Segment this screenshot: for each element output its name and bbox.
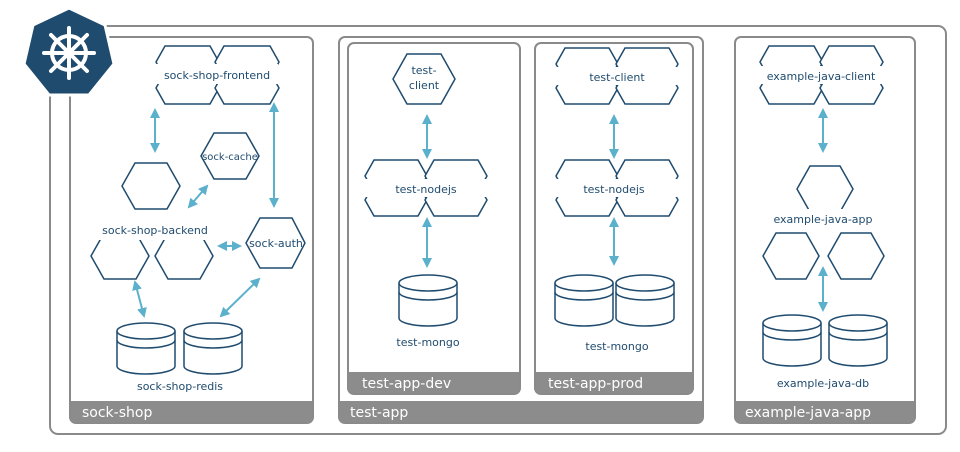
- namespace-test-app: test-app test-app-dev test- client test-…: [338, 36, 704, 424]
- backend-pod-hex: [121, 162, 181, 210]
- connection-arrow: [187, 184, 209, 209]
- service-label-nodejs: test-nodejs: [395, 183, 457, 196]
- namespace-band: [340, 401, 702, 422]
- connection-arrow: [132, 280, 147, 318]
- kubernetes-logo: [22, 6, 116, 97]
- service-label-db: example-java-db: [777, 377, 869, 390]
- sub-namespace-band: [536, 372, 692, 393]
- namespace-band: [736, 401, 914, 422]
- service-label-client: example-java-client: [767, 70, 876, 83]
- cache-pod-hex: [200, 132, 260, 180]
- service-label-nodejs: test-nodejs: [583, 183, 645, 196]
- mongo-database-icon: [398, 274, 458, 327]
- label-mask: [556, 67, 677, 85]
- sub-namespace-test-app-prod: test-app-prod test-client test-nodejs te…: [534, 42, 694, 395]
- namespace-label: sock-shop: [82, 405, 152, 421]
- service-label-cache: sock-cache: [202, 152, 258, 163]
- label-mask: [764, 209, 882, 227]
- connection-arrow: [219, 277, 261, 318]
- service-label-client: client: [409, 79, 440, 92]
- namespace-example-java-app: example-java-app example-java-client exa…: [734, 36, 916, 424]
- sub-namespace-frame: [347, 42, 521, 395]
- label-mask: [556, 179, 677, 197]
- service-label-client: test-: [411, 64, 436, 77]
- service-label-mongo: test-mongo: [585, 340, 648, 353]
- service-label-client: test-client: [589, 71, 645, 84]
- service-label-backend: sock-shop-backend: [102, 224, 208, 237]
- label-mask: [95, 220, 215, 240]
- mongo-database-icon: [554, 274, 675, 327]
- sub-namespace-test-app-dev: test-app-dev test- client test-nodejs te…: [347, 42, 521, 395]
- kubernetes-helm-icon: [42, 26, 96, 80]
- service-label-mongo: test-mongo: [396, 336, 459, 349]
- service-label-frontend: sock-shop-frontend: [164, 69, 270, 82]
- app-pod-hex: [762, 232, 820, 280]
- sub-namespace-label: test-app-prod: [548, 376, 643, 392]
- redis-database-icon: [116, 322, 243, 375]
- app-pod-hex: [796, 165, 854, 213]
- namespace-label: example-java-app: [745, 405, 871, 421]
- sub-namespace-band: [349, 372, 519, 393]
- label-mask: [365, 179, 486, 197]
- client-pod-hex: [392, 53, 456, 105]
- label-mask: [156, 64, 278, 84]
- service-label-app: example-java-app: [773, 213, 872, 226]
- app-pod-hex: [827, 232, 885, 280]
- namespace-sock-shop: sock-shop sock-shop-frontend sock-cache …: [69, 36, 314, 424]
- service-label-redis: sock-shop-redis: [137, 380, 223, 393]
- service-label-auth: sock-auth: [249, 237, 303, 250]
- namespace-band: [71, 401, 312, 422]
- sub-namespace-label: test-app-dev: [362, 376, 451, 392]
- auth-pod-hex: [245, 217, 306, 269]
- label-mask: [760, 66, 882, 84]
- db-database-icon: [762, 314, 888, 367]
- namespace-label: test-app: [350, 405, 408, 421]
